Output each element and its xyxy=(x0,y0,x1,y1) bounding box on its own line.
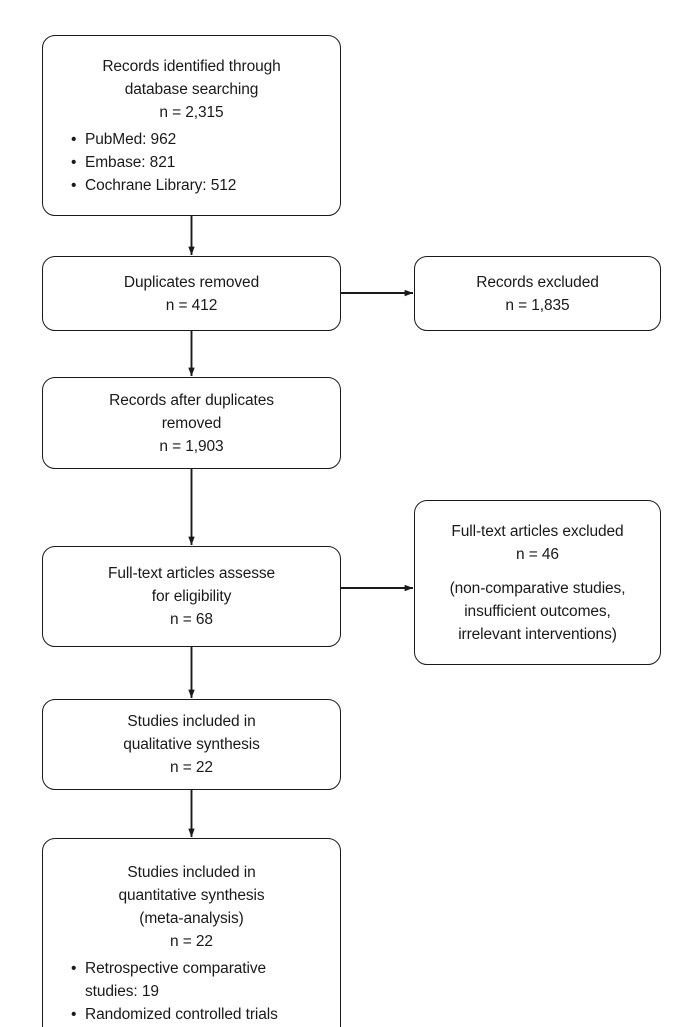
node-count: n = 22 xyxy=(170,759,213,776)
list-item-label: Retrospective comparative xyxy=(85,959,266,977)
node-text-line: database searching xyxy=(124,80,259,98)
node-duplicates-removed: Duplicates removed n = 412 xyxy=(42,256,341,331)
node-text-line: insufficient outcomes, xyxy=(464,602,611,620)
node-text-line: Records identified through xyxy=(102,57,281,75)
bullet-icon: • xyxy=(71,959,77,977)
bullet-icon: • xyxy=(71,153,77,171)
node-count: n = 412 xyxy=(165,296,218,314)
bullet-icon: • xyxy=(71,1005,77,1023)
list-item: • PubMed: 962 xyxy=(53,128,330,151)
bullet-icon: • xyxy=(71,176,77,194)
node-count: n = 68 xyxy=(170,611,213,628)
node-count: n = 1,903 xyxy=(159,437,224,455)
node-count: n = 22 xyxy=(170,932,213,950)
list-item: • Cochrane Library: 512 xyxy=(53,174,330,197)
bullet-icon: • xyxy=(71,130,77,148)
node-quantitative-synthesis: Studies included in quantitative synthes… xyxy=(42,838,341,1027)
node-text-line: Duplicates removed xyxy=(123,273,260,291)
node-records-excluded: Records excluded n = 1,835 xyxy=(414,256,661,331)
node-qualitative-synthesis: Studies included in qualitative synthesi… xyxy=(42,699,341,790)
node-text-line: Full-text articles excluded xyxy=(451,522,624,540)
node-text-line: irrelevant interventions) xyxy=(458,625,617,643)
spacer xyxy=(425,566,650,577)
node-text-line: Records excluded xyxy=(476,273,599,291)
node-text-line: qualitative synthesis xyxy=(123,736,260,753)
node-count: n = 2,315 xyxy=(159,103,224,121)
source-breakdown-list: • PubMed: 962 • Embase: 821 • Cochrane Libr… xyxy=(53,128,330,197)
node-text-line: (non-comparative studies, xyxy=(449,579,626,597)
node-count: n = 46 xyxy=(516,545,559,563)
list-item: • Retrospective comparative xyxy=(53,957,330,980)
node-records-identified: Records identified through database sear… xyxy=(42,35,341,216)
node-text-line: (meta-analysis) xyxy=(139,909,244,927)
node-text-line: for eligibility xyxy=(151,588,232,605)
node-text-line: removed xyxy=(161,414,222,432)
node-count: n = 1,835 xyxy=(505,296,570,314)
list-item-label: studies: 19 xyxy=(85,982,159,1000)
list-item-label: Embase: 821 xyxy=(85,153,176,171)
list-item-label: Cochrane Library: 512 xyxy=(85,176,237,194)
list-item-label: Randomized controlled trials xyxy=(85,1005,278,1023)
study-type-breakdown-list: • Retrospective comparative studies: 19 •… xyxy=(53,957,330,1026)
list-item: • Randomized controlled trials xyxy=(53,1003,330,1026)
node-fulltext-assessed: Full-text articles assesse for eligibili… xyxy=(42,546,341,647)
node-text-line: Studies included in xyxy=(127,713,256,730)
node-records-after-duplicates: Records after duplicates removed n = 1,9… xyxy=(42,377,341,469)
node-text-line: Studies included in xyxy=(127,863,256,881)
node-fulltext-excluded: Full-text articles excluded n = 46 (non-… xyxy=(414,500,661,665)
list-item: • Embase: 821 xyxy=(53,151,330,174)
node-text-line: Full-text articles assesse xyxy=(107,565,276,582)
node-text-line: quantitative synthesis xyxy=(118,886,265,904)
node-text-line: Records after duplicates xyxy=(109,391,274,409)
list-item-continuation: studies: 19 xyxy=(53,980,330,1003)
list-item-label: PubMed: 962 xyxy=(85,130,177,148)
